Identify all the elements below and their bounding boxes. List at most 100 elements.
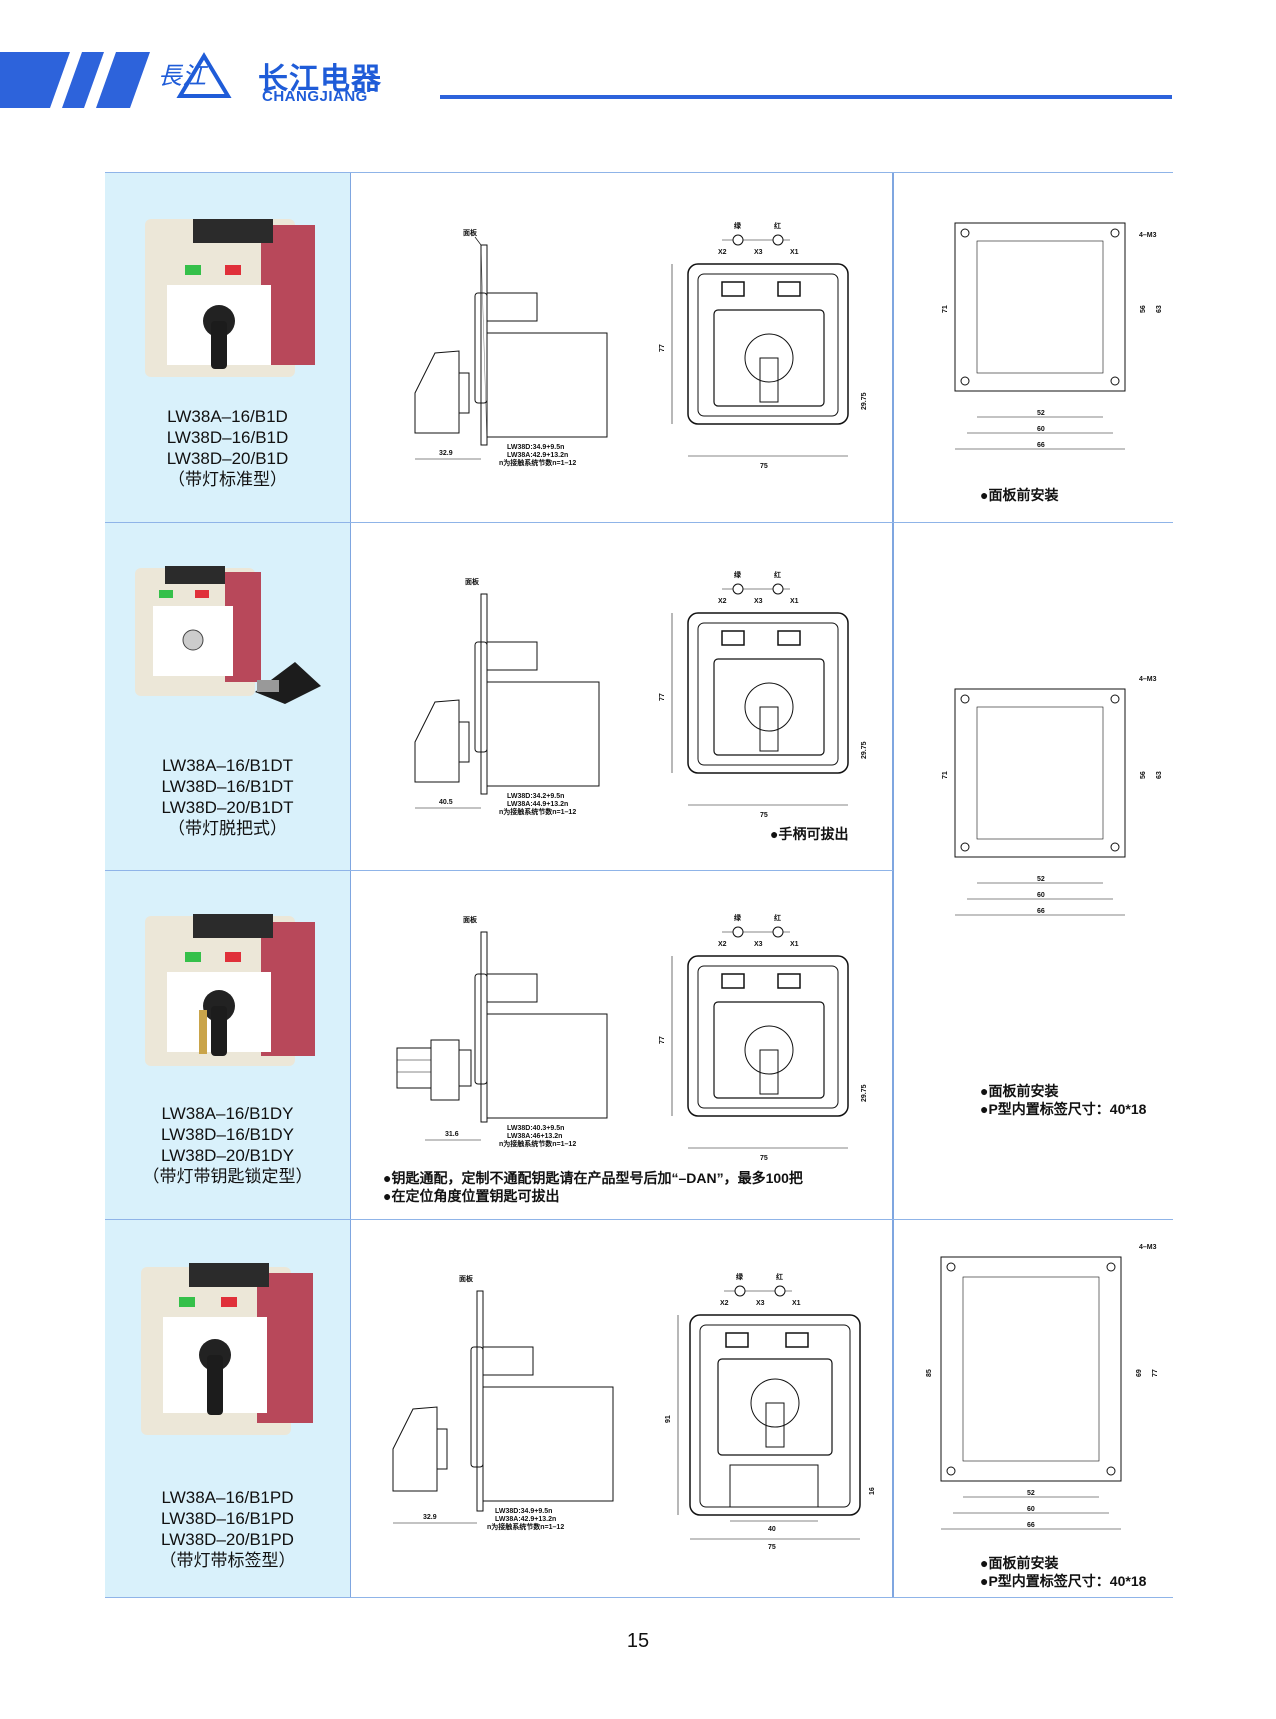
model-list: LW38A–16/B1DT LW38D–16/B1DT LW38D–20/B1D… bbox=[105, 755, 350, 839]
terminal-label: X3 bbox=[754, 598, 763, 605]
handle-offset-dim: 29.75 bbox=[861, 392, 868, 410]
front-height-dim: 77 bbox=[659, 693, 666, 701]
terminal-label: X3 bbox=[754, 941, 763, 948]
terminal-label: X1 bbox=[790, 249, 799, 256]
front-view-drawing: 绿 红 X2 X3 X1 75 77 29.75 bbox=[659, 221, 868, 470]
terminal-label: X2 bbox=[718, 249, 727, 256]
cutout-width-dim: 66 bbox=[1037, 908, 1045, 915]
product-row: LW38A–16/B1PD LW38D–16/B1PD LW38D–20/B1P… bbox=[105, 1219, 1173, 1597]
model-list: LW38A–16/B1DY LW38D–16/B1DY LW38D–20/B1D… bbox=[105, 1103, 350, 1187]
front-view-drawing: 绿 红 X2 X3 X1 40 75 91 16 bbox=[665, 1272, 876, 1551]
terminal-label: X2 bbox=[718, 598, 727, 605]
front-width-dim: 75 bbox=[760, 463, 768, 470]
model-name: LW38D–20/B1DT bbox=[161, 798, 294, 817]
lamp-label-red: 红 bbox=[774, 913, 781, 922]
product-row: LW38A–16/B1D LW38D–16/B1D LW38D–20/B1D （… bbox=[105, 173, 1173, 522]
model-type: （带灯标准型） bbox=[168, 470, 287, 489]
model-type: （带灯带钥匙锁定型） bbox=[142, 1167, 313, 1186]
product-photo bbox=[141, 1263, 313, 1435]
cutout-width-dim: 60 bbox=[1027, 1506, 1035, 1513]
model-name: LW38D–20/B1DY bbox=[161, 1146, 294, 1165]
cutout-width-dim: 66 bbox=[1027, 1522, 1035, 1529]
side-dim: LW38D:34.9+9.5n bbox=[495, 1508, 552, 1515]
panel-label: 面板 bbox=[465, 577, 480, 586]
handle-offset-dim: 29.75 bbox=[861, 741, 868, 759]
cutout-width-dim: 52 bbox=[1037, 410, 1045, 417]
side-offset-dim: 32.9 bbox=[439, 450, 453, 457]
column-divider bbox=[892, 173, 894, 1597]
feature-note: ●钥匙通配，定制不通配钥匙请在产品型号后加“–DAN”，最多100把 bbox=[383, 1170, 803, 1186]
side-view-drawing: 面板 40.5 LW38D:34.2+9.5n LW38A:44.9+13.2n… bbox=[414, 577, 600, 816]
front-width-dim: 75 bbox=[760, 812, 768, 819]
row-divider bbox=[105, 870, 893, 871]
model-name: LW38D–16/B1PD bbox=[161, 1509, 294, 1528]
mounting-note: ●面板前安装 bbox=[980, 1555, 1059, 1571]
cutout-width-dim: 66 bbox=[1037, 442, 1045, 449]
side-dim: LW38A:46+13.2n bbox=[507, 1133, 562, 1140]
lamp-label-red: 红 bbox=[774, 570, 781, 579]
side-dim: n为接触系统节数n=1–12 bbox=[499, 807, 576, 816]
cutout-height-dim: 85 bbox=[926, 1369, 933, 1377]
logo-text: 長江 bbox=[158, 62, 209, 90]
page-number: 15 bbox=[626, 1630, 650, 1652]
hole-spec: 4–M3 bbox=[1139, 1244, 1157, 1251]
model-name: LW38D–16/B1DT bbox=[161, 777, 294, 796]
label-height-dim: 16 bbox=[869, 1487, 876, 1495]
cutout-inner-dim: 56 bbox=[1140, 305, 1147, 313]
front-height-dim: 91 bbox=[665, 1415, 672, 1423]
terminal-label: X1 bbox=[790, 598, 799, 605]
terminal-label: X2 bbox=[720, 1300, 729, 1307]
mounting-note: ●P型内置标签尺寸：40*18 bbox=[980, 1101, 1147, 1117]
label-width-dim: 40 bbox=[768, 1526, 776, 1533]
lamp-label-green: 绿 bbox=[734, 570, 742, 579]
feature-note: ●手柄可拔出 bbox=[770, 826, 849, 842]
side-view-drawing: 面板 31.6 LW38D:40.3+9.5n LW38A:46+13.2n n… bbox=[396, 915, 608, 1148]
product-row: LW38A–16/B1DY LW38D–16/B1DY LW38D–20/B1D… bbox=[105, 870, 1173, 1219]
cutout-height-dim: 71 bbox=[942, 771, 949, 779]
header-stripes bbox=[0, 52, 150, 108]
terminal-label: X3 bbox=[756, 1300, 765, 1307]
side-view-drawing: 面板 32.9 LW38D:34.9+9.5n LW38A:42.9+13.2n… bbox=[392, 1274, 614, 1531]
terminal-label: X1 bbox=[792, 1300, 801, 1307]
row-divider bbox=[105, 1219, 1173, 1220]
terminal-label: X1 bbox=[790, 941, 799, 948]
mounting-note: ●面板前安装 bbox=[980, 1083, 1059, 1099]
mounting-cutout-drawing: 4–M3 71 56 63 52 60 66 bbox=[942, 676, 1163, 916]
front-height-dim: 77 bbox=[659, 1036, 666, 1044]
model-type: （带灯脱把式） bbox=[168, 819, 287, 838]
lamp-label-green: 绿 bbox=[734, 913, 742, 922]
side-dim: LW38A:44.9+13.2n bbox=[507, 801, 568, 808]
product-catalog-table: LW38A–16/B1D LW38D–16/B1D LW38D–20/B1D （… bbox=[105, 172, 1173, 1598]
lamp-label-red: 红 bbox=[776, 1272, 783, 1281]
cutout-height-dim: 71 bbox=[942, 305, 949, 313]
model-list: LW38A–16/B1D LW38D–16/B1D LW38D–20/B1D （… bbox=[105, 406, 350, 490]
lamp-label-red: 红 bbox=[774, 221, 781, 230]
model-name: LW38D–20/B1PD bbox=[161, 1530, 294, 1549]
handle-offset-dim: 29.75 bbox=[861, 1084, 868, 1102]
model-name: LW38A–16/B1DY bbox=[161, 1104, 294, 1123]
mounting-cutout-drawing: 4–M3 71 56 63 52 60 66 bbox=[942, 222, 1163, 450]
side-dim: LW38D:34.2+9.5n bbox=[507, 793, 564, 800]
hole-spec: 4–M3 bbox=[1139, 232, 1157, 239]
panel-label: 面板 bbox=[463, 228, 478, 237]
mounting-cutout-drawing: 4–M3 85 69 77 52 60 66 bbox=[926, 1244, 1159, 1530]
hole-spec: 4–M3 bbox=[1139, 676, 1157, 683]
mounting-note: ●P型内置标签尺寸：40*18 bbox=[980, 1573, 1147, 1589]
cutout-inner-dim: 56 bbox=[1140, 771, 1147, 779]
cutout-outer-dim: 77 bbox=[1152, 1369, 1159, 1377]
cutout-outer-dim: 63 bbox=[1156, 771, 1163, 779]
cutout-width-dim: 52 bbox=[1037, 876, 1045, 883]
product-photo bbox=[145, 219, 315, 377]
product-row: LW38A–16/B1DT LW38D–16/B1DT LW38D–20/B1D… bbox=[105, 522, 1173, 870]
model-list: LW38A–16/B1PD LW38D–16/B1PD LW38D–20/B1P… bbox=[105, 1487, 350, 1571]
side-dim: LW38D:40.3+9.5n bbox=[507, 1125, 564, 1132]
side-dim: n为接触系统节数n=1–12 bbox=[499, 1139, 576, 1148]
product-photo bbox=[145, 914, 315, 1066]
model-name: LW38A–16/B1DT bbox=[161, 756, 294, 775]
side-view-drawing: 面板 32.9 LW38D:34.9+9.5n LW38A:42.9+13.2n… bbox=[414, 228, 608, 467]
terminal-label: X3 bbox=[754, 249, 763, 256]
lamp-label-green: 绿 bbox=[734, 221, 742, 230]
side-dim: n为接触系统节数n=1–12 bbox=[499, 458, 576, 467]
model-name: LW38D–16/B1D bbox=[166, 428, 289, 447]
brand-name-cn: 长江电器 bbox=[258, 63, 382, 96]
